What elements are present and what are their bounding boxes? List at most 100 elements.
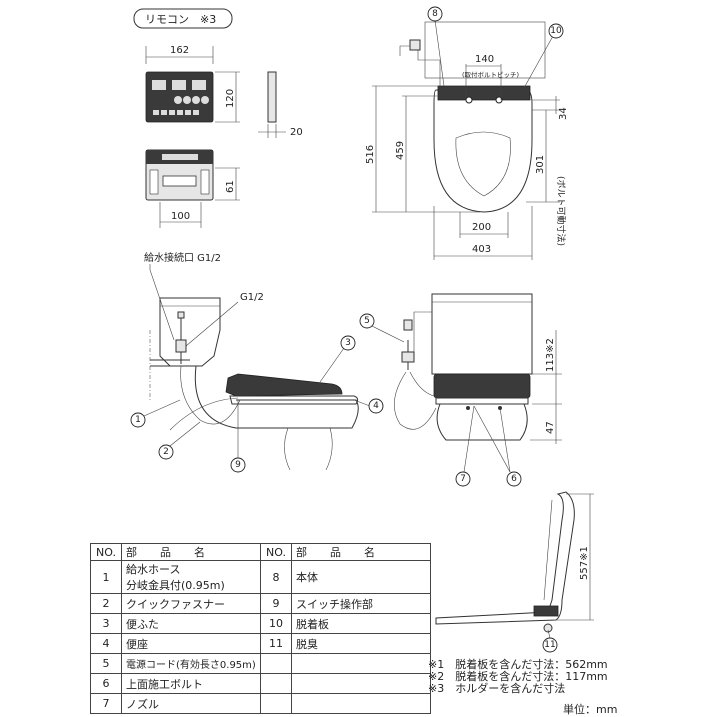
row-no-2: 9 (260, 593, 292, 614)
row-name: ノズル (121, 693, 261, 714)
callout-8-label: 8 (432, 9, 438, 19)
callout-2 (158, 444, 174, 460)
footnotes: ※1 脱着板を含んだ寸法：562mm ※2 脱着板を含んだ寸法：117mm ※3… (428, 659, 608, 695)
row-name-2: 脱着板 (291, 613, 431, 634)
callout-4 (368, 398, 384, 414)
table-row: 6 上面施工ボルト (90, 673, 431, 694)
table-row: 3 便ふた 10 脱着板 (90, 613, 431, 634)
callout-11 (542, 637, 558, 653)
tank-outline (424, 21, 546, 79)
remote-label-box (133, 8, 233, 29)
callout-4-label: 4 (373, 401, 379, 411)
seat-lid-side (225, 373, 343, 397)
seat-open-profile (435, 491, 575, 625)
callout-2-label: 2 (163, 447, 169, 457)
dim-20: 20 (290, 127, 303, 138)
row-name: 電源コード(有効長さ0.95m) (121, 653, 261, 674)
callout-6 (506, 471, 522, 487)
row-name-2 (291, 653, 431, 674)
callout-7 (455, 471, 471, 487)
row-name: 上面施工ボルト (121, 673, 261, 694)
footnote-3: ※3 ホルダーを含んだ寸法 (428, 682, 566, 695)
row-name: 便ふた (121, 613, 261, 634)
row-no-2: 11 (260, 633, 292, 654)
row-no: 2 (90, 593, 122, 614)
table-row: 5 電源コード(有効長さ0.95m) (90, 653, 431, 674)
callout-9 (230, 457, 246, 473)
row-name: 便座 (121, 633, 261, 654)
remote-side (267, 71, 277, 123)
row-no-2 (260, 693, 292, 714)
callout-11-label: 11 (544, 640, 555, 650)
dim-140: 140 (475, 54, 494, 65)
bolt-range-label: (ボルト可動寸法) (555, 176, 567, 246)
row-name-2: 脱臭 (291, 633, 431, 654)
table-row: 2 クイックファスナー 9 スイッチ操作部 (90, 593, 431, 614)
row-name-2: スイッチ操作部 (291, 593, 431, 614)
table-row: 4 便座 11 脱臭 (90, 633, 431, 654)
dim-200: 200 (472, 222, 491, 233)
row-no-2: 10 (260, 613, 292, 634)
row-no: 6 (90, 673, 122, 694)
dim-301: 301 (535, 155, 546, 174)
callout-5-label: 5 (364, 316, 370, 326)
seat-top-view (433, 89, 533, 213)
callout-1-label: 1 (135, 415, 141, 425)
parts-table: NO. 部 品 名 NO. 部 品 名 1 給水ホース 分岐金具付(0.95m)… (90, 543, 431, 714)
row-no: 5 (90, 653, 122, 674)
header-name-2: 部 品 名 (291, 543, 431, 561)
dim-557: 557※1 (579, 546, 590, 580)
row-name-2: 本体 (291, 560, 431, 594)
bowl-side (194, 365, 359, 429)
footnote-1: ※1 脱着板を含んだ寸法：562mm (428, 658, 608, 671)
remote-label: リモコン ※3 (145, 13, 216, 26)
dim-100: 100 (171, 211, 190, 222)
callout-1 (130, 412, 146, 428)
row-name-2 (291, 693, 431, 714)
header-no: NO. (90, 543, 122, 561)
dim-516: 516 (365, 145, 376, 164)
table-header-row: NO. 部 品 名 NO. 部 品 名 (90, 543, 431, 561)
callout-7-label: 7 (460, 474, 466, 484)
tank-side (159, 297, 221, 367)
dim-120: 120 (225, 89, 236, 108)
footnote-2: ※2 脱着板を含んだ寸法：117mm (428, 670, 608, 683)
row-no: 4 (90, 633, 122, 654)
dim-47: 47 (545, 421, 556, 434)
tank-front (431, 293, 533, 375)
water-supply-label: 給水接続口 G1/2 (144, 251, 221, 264)
callout-3-label: 3 (345, 338, 351, 348)
dim-113: 113※2 (545, 338, 556, 372)
callout-3 (340, 335, 356, 351)
row-name-2 (291, 673, 431, 694)
row-name: クイックファスナー (121, 593, 261, 614)
row-name-line2: 分岐金具付(0.95m) (126, 579, 225, 592)
callout-8 (427, 6, 443, 22)
dim-162: 162 (170, 45, 189, 56)
row-no: 3 (90, 613, 122, 634)
row-no: 7 (90, 693, 122, 714)
callout-10-label: 10 (550, 26, 562, 36)
callout-10 (548, 23, 564, 39)
g12-label: G1/2 (240, 292, 264, 303)
row-no: 1 (90, 560, 122, 594)
seat-front (433, 373, 531, 399)
dim-403: 403 (472, 244, 491, 255)
table-row: 7 ノズル (90, 693, 431, 714)
callout-9-label: 9 (235, 460, 241, 470)
dim-61: 61 (225, 180, 236, 193)
row-no-2 (260, 673, 292, 694)
dim-34: 34 (558, 107, 569, 120)
row-no-2: 8 (260, 560, 292, 594)
bolt-pitch-label: (取付ボルトピッチ) (462, 70, 519, 79)
dim-459: 459 (395, 141, 406, 160)
header-name: 部 品 名 (121, 543, 261, 561)
row-name-line1: 給水ホース (126, 563, 181, 576)
table-row: 1 給水ホース 分岐金具付(0.95m) 8 本体 (90, 560, 431, 594)
callout-6-label: 6 (511, 474, 517, 484)
row-no-2 (260, 653, 292, 674)
callout-5 (359, 313, 375, 329)
header-no-2: NO. (260, 543, 292, 561)
row-name: 給水ホース 分岐金具付(0.95m) (121, 560, 261, 594)
